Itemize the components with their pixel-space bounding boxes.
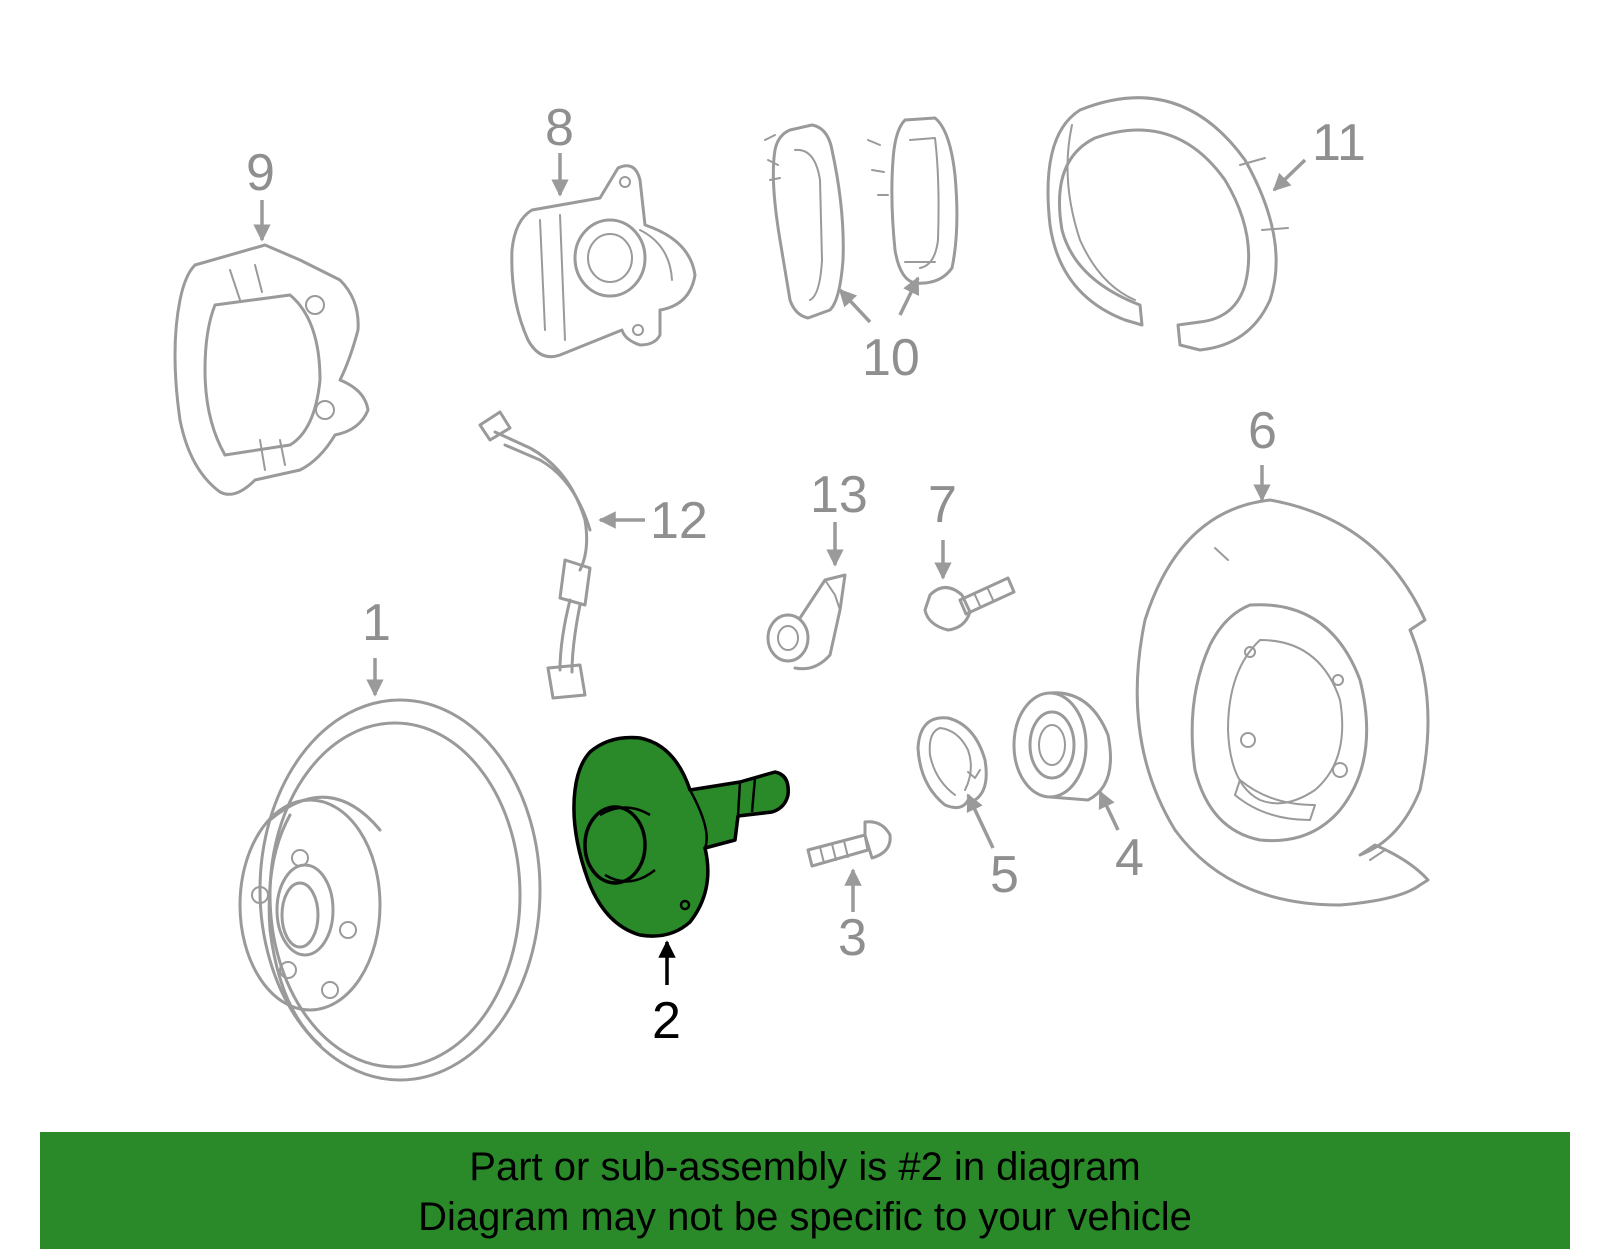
- banner-line-1: Part or sub-assembly is #2 in diagram: [469, 1145, 1141, 1189]
- callout-2: 2: [652, 992, 681, 1050]
- callout-7: 7: [928, 476, 957, 534]
- callout-1: 1: [362, 594, 391, 652]
- callout-4: 4: [1115, 829, 1144, 887]
- part-13-sensor[interactable]: [766, 573, 847, 671]
- leader-11: [1272, 158, 1307, 192]
- part-6-backing-plate[interactable]: [1135, 498, 1430, 907]
- part-7-bolt[interactable]: [923, 576, 1016, 632]
- callout-10: 10: [862, 329, 920, 387]
- callout-3: 3: [838, 909, 867, 967]
- part-9-caliper-bracket[interactable]: [173, 243, 370, 496]
- leader-4: [1098, 790, 1120, 831]
- part-4-wheel-bearing[interactable]: [1012, 691, 1112, 802]
- part-8-caliper[interactable]: [510, 164, 697, 359]
- part-3-wheel-stud[interactable]: [806, 820, 892, 868]
- banner-line-2: Diagram may not be specific to your vehi…: [418, 1195, 1192, 1239]
- part-5-snap-ring[interactable]: [916, 716, 988, 810]
- callout-5: 5: [990, 846, 1019, 904]
- leader-10b: [898, 276, 920, 316]
- part-2-hub-assembly[interactable]: [572, 735, 790, 938]
- callout-13: 13: [810, 466, 868, 524]
- leader-5: [966, 793, 995, 849]
- part-12-brake-hose[interactable]: [478, 410, 592, 700]
- part-1-brake-rotor[interactable]: [238, 698, 542, 1082]
- part-11-parking-brake-shoe[interactable]: [1046, 96, 1289, 352]
- callout-9: 9: [246, 144, 275, 202]
- part-10-brake-pads[interactable]: [764, 116, 959, 320]
- leader-10a: [838, 288, 872, 324]
- callout-12: 12: [650, 492, 708, 550]
- callout-11: 11: [1312, 114, 1366, 172]
- callout-6: 6: [1248, 402, 1277, 460]
- info-banner: Part or sub-assembly is #2 in diagram Di…: [40, 1132, 1570, 1249]
- callout-8: 8: [545, 99, 574, 157]
